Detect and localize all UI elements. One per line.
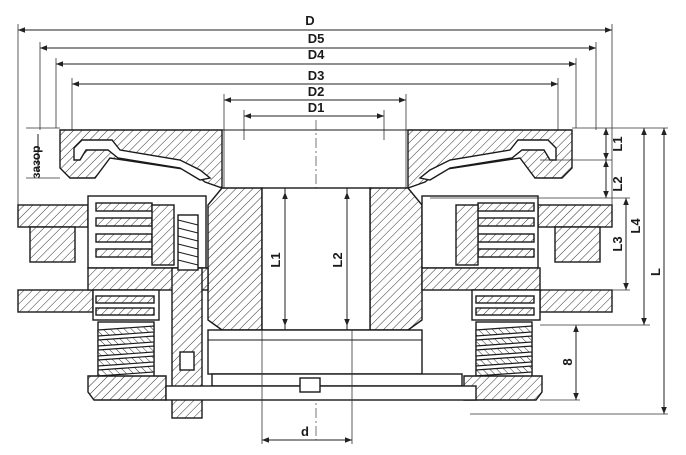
label-L: L <box>648 268 663 276</box>
label-D3: D3 <box>308 68 325 83</box>
label-L4: L4 <box>628 218 643 234</box>
label-D: D <box>305 13 314 28</box>
label-D5: D5 <box>308 31 325 46</box>
left-disc-pack <box>87 195 209 321</box>
right-bottom-spring <box>463 321 543 401</box>
left-bottom-spring <box>87 321 167 401</box>
label-D1: D1 <box>308 100 325 115</box>
label-d: d <box>301 424 309 439</box>
gap-dimension: зазор <box>26 127 60 179</box>
central-hub <box>207 187 423 331</box>
diameter-dimensions: D D5 D4 D3 D2 D1 <box>17 13 613 205</box>
left-flange <box>17 204 94 313</box>
bore-diameter-dimension: d <box>261 330 353 444</box>
right-disc-pack <box>421 195 541 321</box>
label-L3: L3 <box>610 236 625 251</box>
height-dimensions: L1 L2 L3 L4 L 8 <box>430 127 668 415</box>
label-L1-center: L1 <box>268 252 283 267</box>
label-gap: зазор <box>29 146 43 179</box>
bore-dimensions: L1 L2 <box>268 192 350 326</box>
label-s: 8 <box>560 358 575 365</box>
base-plate <box>165 329 477 401</box>
top-cover-plate <box>59 129 573 189</box>
right-flange <box>537 204 613 313</box>
label-L2-right: L2 <box>610 176 625 191</box>
label-L1-right: L1 <box>610 136 625 151</box>
label-D4: D4 <box>308 47 325 62</box>
label-D2: D2 <box>308 84 325 99</box>
label-L2-center: L2 <box>330 252 345 267</box>
